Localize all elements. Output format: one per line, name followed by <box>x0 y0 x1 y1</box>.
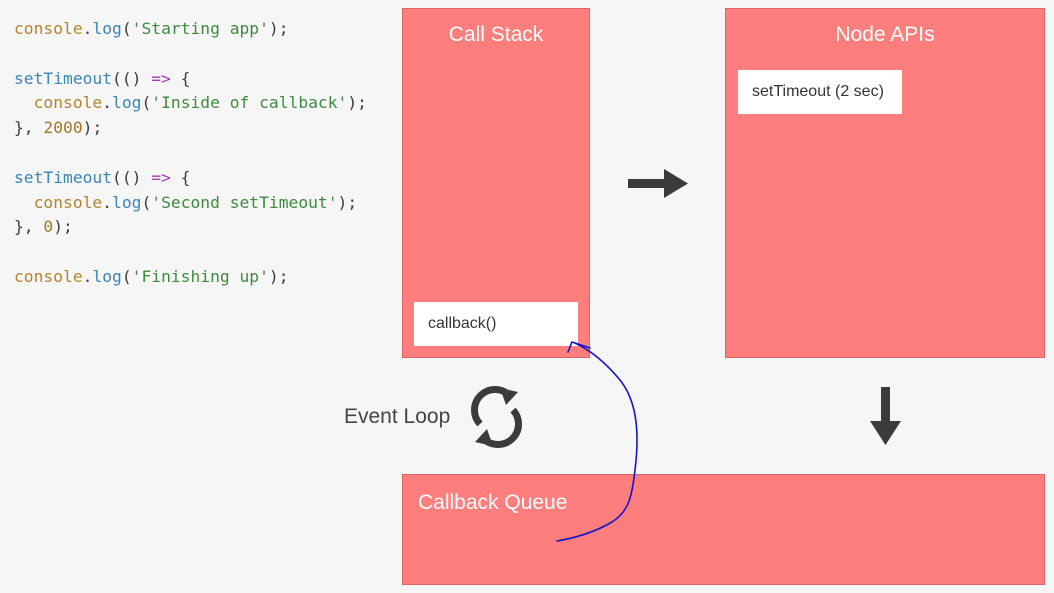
code-token: 'Starting app' <box>131 19 269 38</box>
code-token: log <box>112 93 142 113</box>
node-apis-title: Node APIs <box>835 23 935 46</box>
code-line: console.log('Finishing up'); <box>14 265 367 290</box>
arrow-right-icon <box>628 169 688 198</box>
code-token: ); <box>268 266 289 286</box>
code-line: console.log('Second setTimeout'); <box>14 191 367 216</box>
code-snippet: console.log('Starting app');setTimeout((… <box>14 17 367 290</box>
code-token: log <box>92 19 122 38</box>
node-api-item: setTimeout (2 sec) <box>738 70 902 114</box>
code-token: 'Second setTimeout' <box>151 192 338 212</box>
code-line: console.log('Inside of callback'); <box>14 91 367 116</box>
call-stack-panel: Call Stack callback() <box>402 8 590 358</box>
code-token: console <box>14 266 83 286</box>
code-token: { <box>170 68 191 88</box>
code-token: console <box>33 192 103 212</box>
code-token: 'Finishing up' <box>131 266 269 286</box>
code-token: }, <box>14 217 44 237</box>
code-token: 2000 <box>43 118 83 138</box>
code-token: console <box>33 93 103 113</box>
code-token: => <box>151 167 171 187</box>
arrow-down-icon <box>870 387 901 445</box>
code-token: => <box>151 68 171 88</box>
code-token: . <box>102 93 113 113</box>
code-token: log <box>92 266 122 286</box>
code-token: (() <box>112 68 152 88</box>
event-loop-label: Event Loop <box>344 405 451 428</box>
code-token: setTimeout <box>14 68 113 88</box>
callback-queue-title: Callback Queue <box>418 491 568 514</box>
code-token: . <box>82 266 93 286</box>
node-apis-panel: Node APIs setTimeout (2 sec) <box>725 8 1045 358</box>
refresh-icon <box>471 386 522 448</box>
code-token: }, <box>14 118 44 138</box>
code-token: ); <box>82 118 103 138</box>
code-token: 0 <box>43 217 54 237</box>
code-line: setTimeout(() => { <box>14 67 367 92</box>
code-token: setTimeout <box>14 167 113 187</box>
code-token: log <box>112 192 142 212</box>
code-token: ( <box>121 266 132 286</box>
code-line: }, 0); <box>14 215 367 240</box>
code-token: ( <box>141 192 152 212</box>
code-token: ); <box>337 192 358 212</box>
code-line: console.log('Starting app'); <box>14 17 367 42</box>
code-token: . <box>102 192 113 212</box>
code-token: console <box>14 19 83 38</box>
code-token: ); <box>347 93 367 113</box>
call-stack-item: callback() <box>414 302 578 346</box>
call-stack-title: Call Stack <box>448 23 544 46</box>
code-token: . <box>82 19 93 38</box>
code-token: (() <box>112 167 152 187</box>
code-token: 'Inside of callback' <box>151 93 348 113</box>
handwritten-arrow <box>556 341 638 542</box>
code-token: { <box>170 167 191 187</box>
callback-queue-panel: Callback Queue <box>402 474 1045 585</box>
code-line: setTimeout(() => { <box>14 166 367 191</box>
code-line: }, 2000); <box>14 116 367 141</box>
code-token: ); <box>268 19 289 38</box>
code-token: ( <box>121 19 132 38</box>
code-token: ( <box>141 93 152 113</box>
code-token: ); <box>53 217 73 237</box>
